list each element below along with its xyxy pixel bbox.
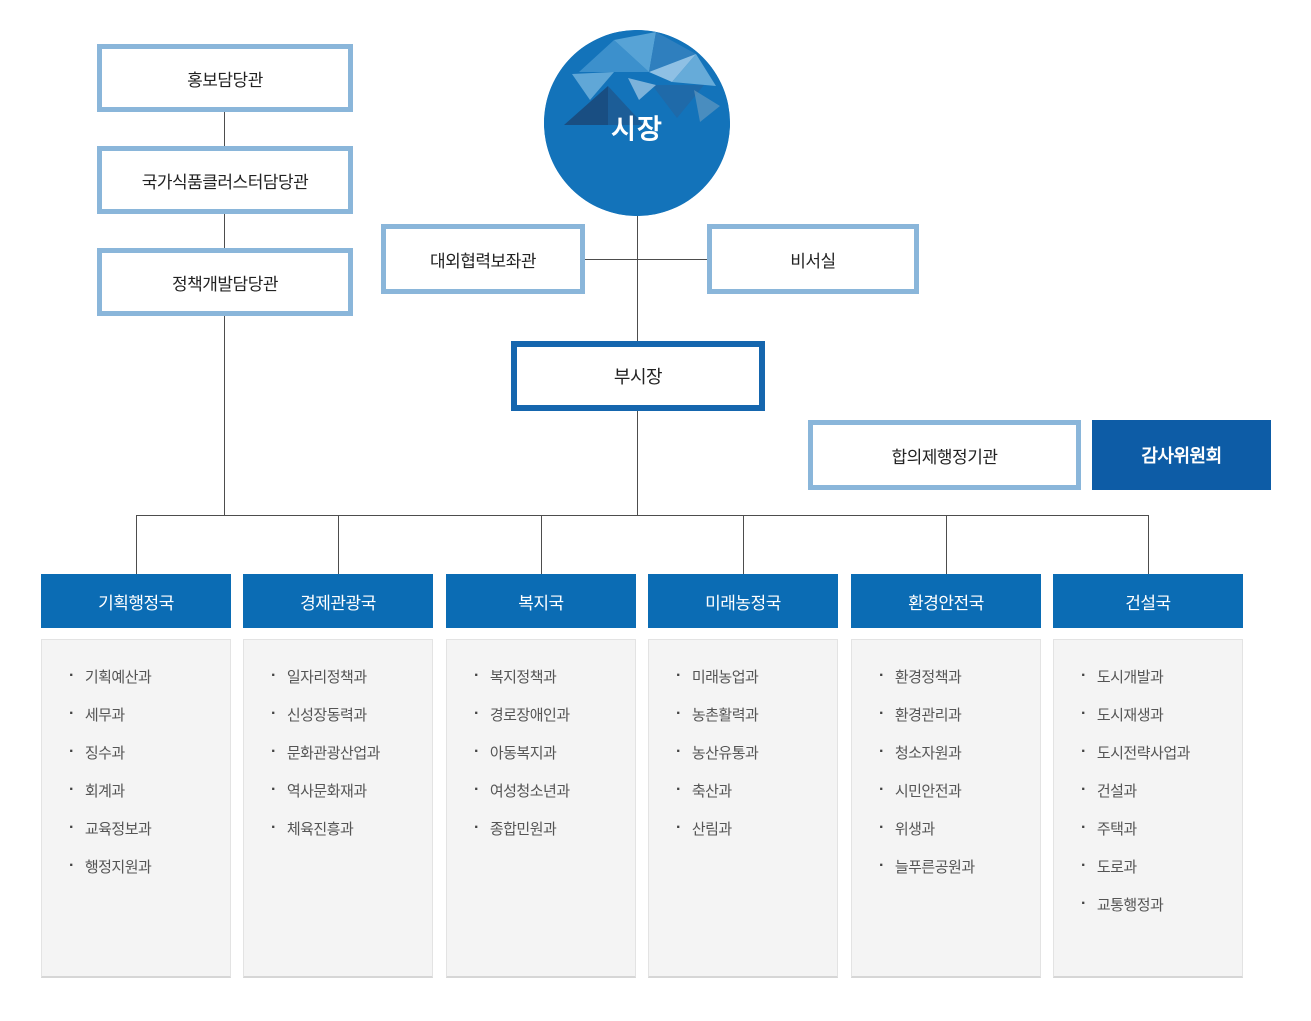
department-header-2: 경제관광국 [243, 574, 433, 628]
division-item: 종합민원과 [447, 809, 635, 847]
division-item: 농산유통과 [649, 733, 837, 771]
division-item: 도로과 [1054, 847, 1242, 885]
mayor-node: 시장 [544, 30, 730, 216]
department-panel-1: 기획예산과 세무과 징수과 회계과 교육정보과 행정지원과 [41, 639, 231, 978]
department-header-1-label: 기획행정국 [98, 593, 174, 613]
division-item: 환경관리과 [852, 695, 1040, 733]
department-header-5-label: 환경안전국 [908, 593, 984, 613]
division-item: 세무과 [42, 695, 230, 733]
connector-drop-4 [743, 515, 744, 574]
department-header-6: 건설국 [1053, 574, 1243, 628]
aide-external-cooperation-label: 대외협력보좌관 [430, 251, 536, 271]
division-item: 도시개발과 [1054, 657, 1242, 695]
division-item: 징수과 [42, 733, 230, 771]
polygon-pattern-icon [544, 30, 730, 216]
department-header-4: 미래농정국 [648, 574, 838, 628]
division-item: 경로장애인과 [447, 695, 635, 733]
audit-committee: 감사위원회 [1092, 420, 1271, 490]
division-item: 교육정보과 [42, 809, 230, 847]
staff-office-policy-label: 정책개발담당관 [172, 274, 278, 294]
division-item: 환경정책과 [852, 657, 1040, 695]
aide-secretariat-label: 비서실 [790, 251, 836, 271]
division-item: 주택과 [1054, 809, 1242, 847]
division-item: 건설과 [1054, 771, 1242, 809]
division-item: 산림과 [649, 809, 837, 847]
division-item: 여성청소년과 [447, 771, 635, 809]
connector-mayor-to-vice [637, 216, 638, 341]
aide-external-cooperation: 대외협력보좌관 [381, 224, 585, 294]
staff-office-food-cluster: 국가식품클러스터담당관 [97, 146, 353, 214]
connector-aides [585, 259, 707, 260]
staff-office-pr: 홍보담당관 [97, 44, 353, 112]
department-panel-4: 미래농업과 농촌활력과 농산유통과 축산과 산림과 [648, 639, 838, 978]
division-item: 늘푸른공원과 [852, 847, 1040, 885]
division-item: 아동복지과 [447, 733, 635, 771]
division-item: 도시재생과 [1054, 695, 1242, 733]
division-item: 교통행정과 [1054, 885, 1242, 923]
vice-mayor-label: 부시장 [613, 367, 663, 387]
department-header-5: 환경안전국 [851, 574, 1041, 628]
division-item: 행정지원과 [42, 847, 230, 885]
department-header-6-label: 건설국 [1125, 593, 1171, 613]
aide-secretariat: 비서실 [707, 224, 919, 294]
department-header-1: 기획행정국 [41, 574, 231, 628]
division-item: 신성장동력과 [244, 695, 432, 733]
department-header-4-label: 미래농정국 [705, 593, 781, 613]
staff-office-pr-label: 홍보담당관 [187, 70, 263, 90]
connector-drop-3 [541, 515, 542, 574]
division-item: 농촌활력과 [649, 695, 837, 733]
division-item: 기획예산과 [42, 657, 230, 695]
connector-rail [136, 515, 1149, 516]
division-item: 미래농업과 [649, 657, 837, 695]
division-item: 체육진흥과 [244, 809, 432, 847]
connector-drop-6 [1148, 515, 1149, 574]
department-header-3-label: 복지국 [518, 593, 564, 613]
division-item: 복지정책과 [447, 657, 635, 695]
department-header-2-label: 경제관광국 [300, 593, 376, 613]
vice-mayor-node: 부시장 [511, 341, 765, 411]
division-item: 청소자원과 [852, 733, 1040, 771]
department-panel-5: 환경정책과 환경관리과 청소자원과 시민안전과 위생과 늘푸른공원과 [851, 639, 1041, 978]
collegial-admin-body-label: 합의제행정기관 [891, 447, 998, 467]
connector-staff-to-rail [224, 316, 225, 515]
division-item: 문화관광산업과 [244, 733, 432, 771]
connector-vice-to-rail [637, 411, 638, 515]
connector-drop-1 [136, 515, 137, 574]
connector-drop-5 [946, 515, 947, 574]
mayor-label: 시장 [611, 114, 663, 145]
connector-staff-2 [224, 214, 225, 248]
collegial-admin-body: 합의제행정기관 [808, 420, 1081, 490]
department-panel-2: 일자리정책과 신성장동력과 문화관광산업과 역사문화재과 체육진흥과 [243, 639, 433, 978]
staff-office-policy: 정책개발담당관 [97, 248, 353, 316]
department-panel-6: 도시개발과 도시재생과 도시전략사업과 건설과 주택과 도로과 교통행정과 [1053, 639, 1243, 978]
connector-drop-2 [338, 515, 339, 574]
staff-office-food-cluster-label: 국가식품클러스터담당관 [141, 172, 309, 192]
division-item: 도시전략사업과 [1054, 733, 1242, 771]
division-item: 위생과 [852, 809, 1040, 847]
connector-staff-1 [224, 112, 225, 146]
division-item: 시민안전과 [852, 771, 1040, 809]
audit-committee-label: 감사위원회 [1141, 446, 1222, 466]
division-item: 회계과 [42, 771, 230, 809]
department-panel-3: 복지정책과 경로장애인과 아동복지과 여성청소년과 종합민원과 [446, 639, 636, 978]
division-item: 일자리정책과 [244, 657, 432, 695]
division-item: 역사문화재과 [244, 771, 432, 809]
department-header-3: 복지국 [446, 574, 636, 628]
division-item: 축산과 [649, 771, 837, 809]
